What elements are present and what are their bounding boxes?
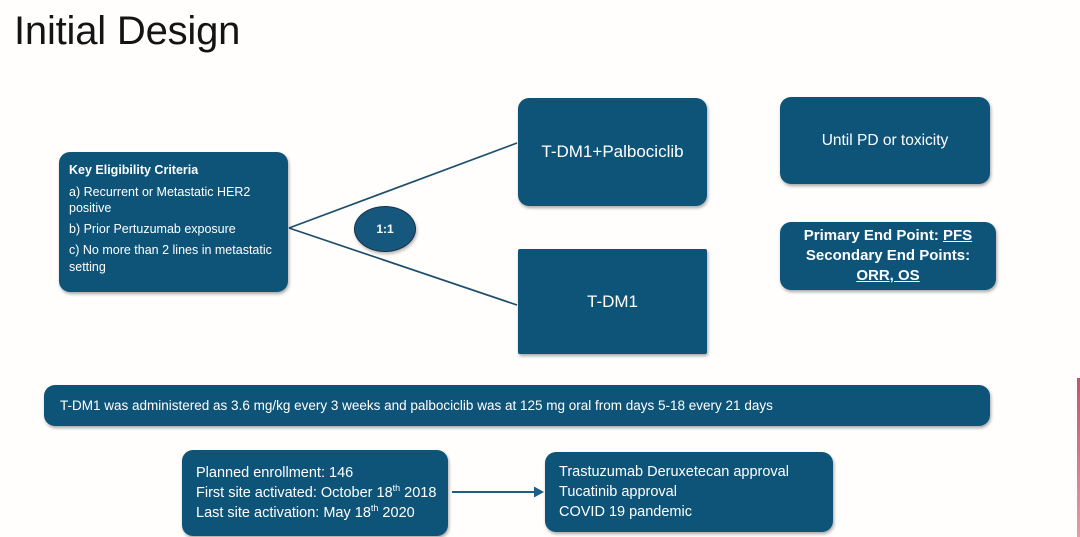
last-site-ordinal-suffix: th <box>370 503 379 514</box>
treatment-arm-b-box: T-DM1 <box>518 249 707 354</box>
right-edge-accent-bar <box>1077 378 1080 537</box>
arrowhead-icon <box>534 486 544 498</box>
first-site-activated-label: First site activated: October 18 <box>196 485 393 501</box>
last-site-activation-line: Last site activation: May 18th 2020 <box>196 503 415 523</box>
eligibility-item-a: a) Recurrent or Metastatic HER2 positive <box>69 184 251 215</box>
page-title: Initial Design <box>14 9 241 53</box>
primary-endpoint-line: Primary End Point: PFS <box>804 226 972 246</box>
eligibility-criteria-box: Key Eligibility Criteria a) Recurrent or… <box>59 152 288 292</box>
first-site-activated-line: First site activated: October 18th 2018 <box>196 483 436 503</box>
eligibility-item-c: c) No more than 2 lines in metastatic se… <box>69 243 272 274</box>
first-site-ordinal-suffix: th <box>392 483 401 494</box>
secondary-endpoint-value: ORR, OS <box>856 266 920 284</box>
planned-enrollment-line: Planned enrollment: 146 <box>196 465 354 481</box>
enrollment-timeline-box: Planned enrollment: 146 First site activ… <box>182 450 448 536</box>
last-site-year: 2020 <box>378 505 415 521</box>
primary-endpoint-value: PFS <box>943 227 973 245</box>
eligibility-item-b: b) Prior Pertuzumab exposure <box>69 222 236 237</box>
secondary-endpoint-line: ORR, OS <box>856 266 919 286</box>
external-events-box: Trastuzumab Deruxetecan approval Tucatin… <box>545 452 833 532</box>
endpoints-box: Primary End Point: PFS Secondary End Poi… <box>780 222 996 290</box>
primary-endpoint-label: Primary End Point: <box>803 227 943 245</box>
treatment-arm-a-box: T-DM1+Palbociclib <box>518 98 707 206</box>
dosing-banner: T-DM1 was administered as 3.6 mg/kg ever… <box>44 385 990 426</box>
external-event-line-2: Tucatinib approval <box>559 484 677 500</box>
randomization-ratio-node: 1:1 <box>354 206 416 252</box>
first-site-year: 2018 <box>400 485 437 501</box>
last-site-activation-label: Last site activation: May 18 <box>196 505 371 521</box>
treatment-duration-box: Until PD or toxicity <box>780 97 990 184</box>
external-event-line-3: COVID 19 pandemic <box>559 504 692 520</box>
secondary-endpoint-label: Secondary End Points: <box>805 247 971 265</box>
eligibility-heading: Key Eligibility Criteria <box>69 163 199 177</box>
external-event-line-1: Trastuzumab Deruxetecan approval <box>559 464 789 480</box>
